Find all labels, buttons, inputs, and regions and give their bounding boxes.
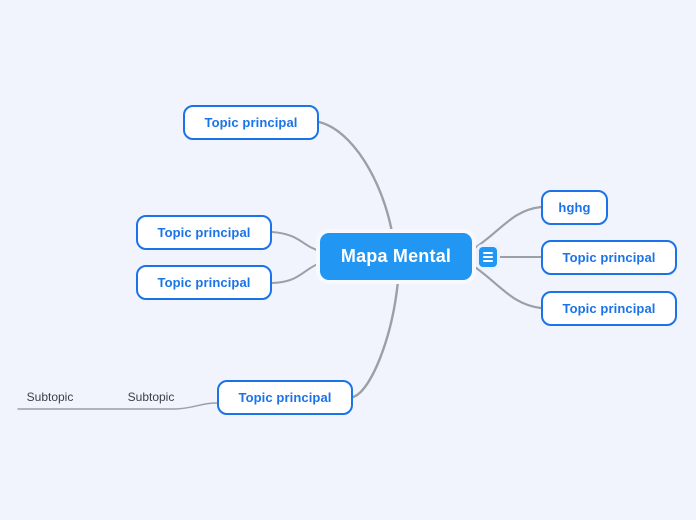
subtopic-left-outer-label: Subtopic <box>26 390 74 404</box>
subtopic-left-inner[interactable]: Subtopic <box>123 388 179 406</box>
topic-right-lower[interactable]: Topic principal <box>541 291 677 326</box>
topic-left-upper-label: Topic principal <box>157 225 251 240</box>
topic-bottom-label: Topic principal <box>238 390 332 405</box>
topic-top-left-label: Topic principal <box>204 115 298 130</box>
subtopic-left-inner-label: Subtopic <box>127 390 175 404</box>
topic-left-lower-label: Topic principal <box>157 275 251 290</box>
subtopic-left-outer[interactable]: Subtopic <box>22 388 78 406</box>
edge-root-left-lower <box>271 262 321 284</box>
root-node-label: Mapa Mental <box>340 246 452 266</box>
topic-right-hghg-label: hghg <box>558 200 591 215</box>
root-node[interactable]: Mapa Mental <box>320 233 472 280</box>
topic-left-upper[interactable]: Topic principal <box>136 215 272 250</box>
topic-bottom[interactable]: Topic principal <box>217 380 353 415</box>
menu-line-3 <box>483 260 493 262</box>
topic-right-middle-label: Topic principal <box>562 250 656 265</box>
list-menu-icon[interactable] <box>479 247 497 267</box>
edge-root-top-left <box>317 120 394 234</box>
topic-left-lower[interactable]: Topic principal <box>136 265 272 300</box>
edge-root-right-lower <box>470 263 543 310</box>
menu-line-1 <box>483 252 493 254</box>
edge-root-bottom <box>351 279 400 399</box>
edge-root-right-hghg <box>470 205 543 252</box>
menu-line-2 <box>483 256 493 258</box>
topic-right-hghg[interactable]: hghg <box>541 190 608 225</box>
topic-right-lower-label: Topic principal <box>562 301 656 316</box>
edge-root-left-upper <box>271 231 321 252</box>
topic-top-left[interactable]: Topic principal <box>183 105 319 140</box>
topic-right-middle[interactable]: Topic principal <box>541 240 677 275</box>
